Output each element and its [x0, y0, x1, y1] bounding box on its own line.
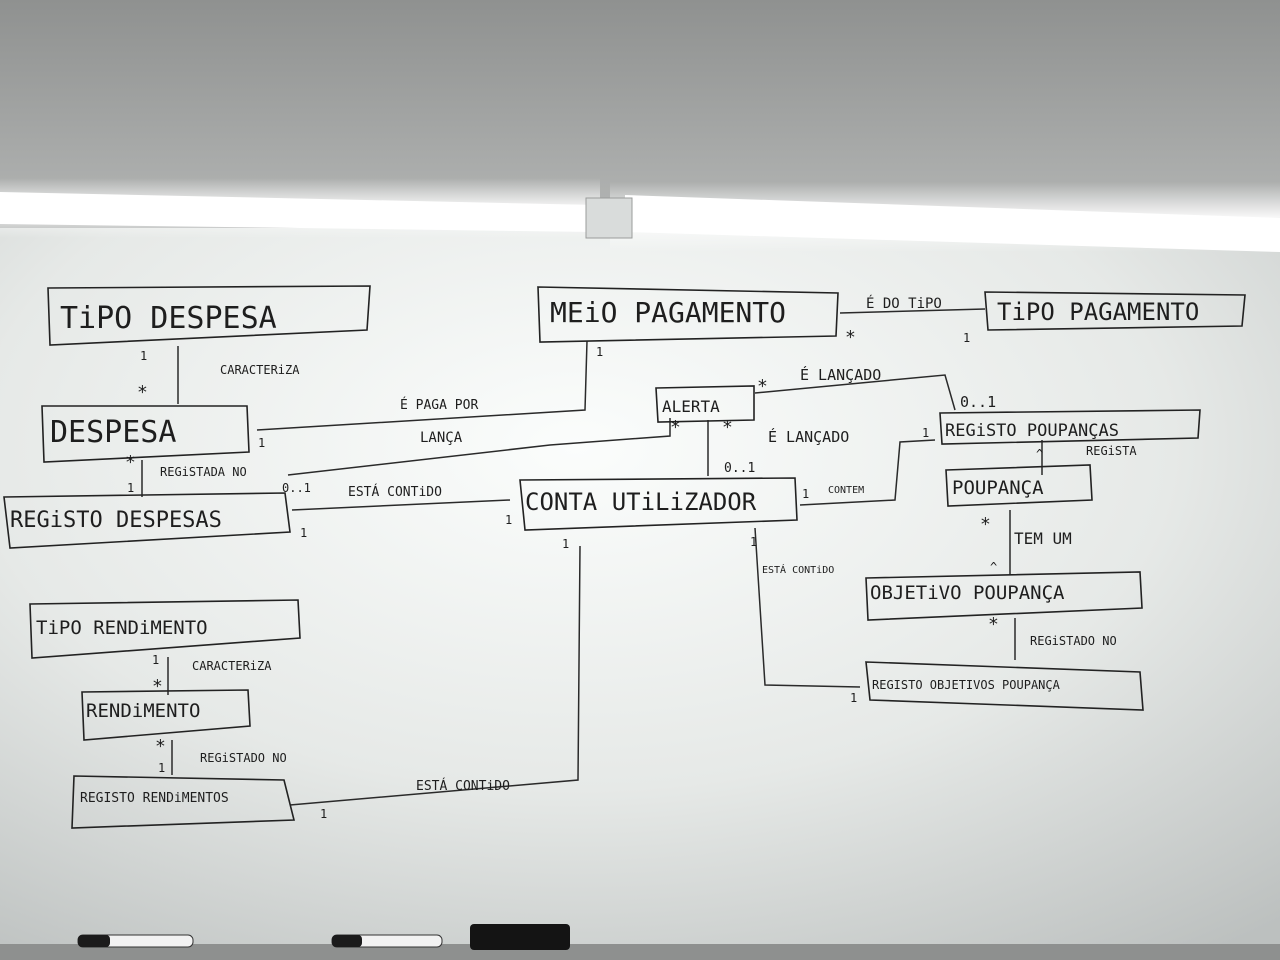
label-lanca: LANÇA	[420, 430, 463, 446]
label-esta-contido-rendimentos: ESTÁ CONTiDO	[416, 778, 510, 794]
class-name: DESPESA	[50, 415, 176, 450]
association-labels: CARACTERiZA É DO TiPO É PAGA POR É LANÇA…	[160, 295, 1137, 794]
mult: 1	[320, 807, 327, 821]
class-box-tipo-rendimento: TiPO RENDiMENTO	[29, 599, 301, 659]
mult: 1	[127, 481, 134, 495]
class-name: POUPANÇA	[952, 477, 1044, 499]
class-name: ALERTA	[662, 397, 720, 416]
mult: 1	[596, 345, 603, 359]
mult: *	[980, 514, 991, 535]
class-box-registo-despesas: REGiSTO DESPESAS	[3, 492, 291, 549]
label-caracteriza-rendimento: CARACTERiZA	[192, 659, 272, 673]
fluorescent-lights	[0, 178, 1280, 252]
mult: ^	[990, 560, 997, 574]
mult: 1	[963, 331, 970, 345]
mult: *	[988, 614, 999, 635]
mult: *	[137, 382, 148, 403]
multiplicities: 1 * * 1 1 1 * 0..1 * * 1 * 1 0..1 1 0..1…	[125, 327, 1043, 821]
label-registada-no: REGiSTADA NO	[160, 465, 247, 479]
label-e-lancado-top: É LANÇADO	[800, 365, 881, 384]
label-e-do-tipo: É DO TiPO	[866, 295, 942, 312]
label-registado-no-rendimento: REGiSTADO NO	[200, 751, 287, 765]
label-e-paga-por: É PAGA POR	[400, 397, 478, 413]
mult: 0..1	[960, 393, 996, 411]
mult: 1	[850, 691, 857, 705]
class-box-registo-objetivos-poupanca: REGISTO OBJETIVOS POUPANÇA	[865, 661, 1144, 711]
mult: 1	[258, 436, 265, 450]
class-box-objetivo-poupanca: OBJETiVO POUPANÇA	[865, 571, 1143, 621]
mult: 1	[158, 761, 165, 775]
class-name: REGiSTO DESPESAS	[10, 508, 222, 533]
mult: 1	[152, 653, 159, 667]
class-name: REGISTO OBJETIVOS POUPANÇA	[872, 678, 1061, 692]
class-box-tipo-despesa: TiPO DESPESA	[47, 285, 371, 346]
class-name: TiPO RENDiMENTO	[36, 617, 208, 639]
mult: 1	[505, 513, 512, 527]
label-e-lancado-mid: É LANÇADO	[768, 427, 849, 446]
mult: 1	[802, 487, 809, 501]
mult: *	[722, 417, 733, 438]
mult: 1	[562, 537, 569, 551]
association-lines	[141, 308, 1043, 806]
marker-tray	[0, 924, 1280, 960]
class-name: REGISTO RENDiMENTOS	[80, 791, 229, 806]
class-name: CONTA UTiLiZADOR	[525, 488, 757, 516]
label-contem: CONTEM	[828, 485, 864, 496]
class-name: TiPO PAGAMENTO	[997, 298, 1199, 326]
mult: 1	[922, 426, 929, 440]
class-name: RENDiMENTO	[86, 700, 200, 722]
mult: ^	[1036, 447, 1043, 461]
class-box-registo-rendimentos: REGISTO RENDiMENTOS	[71, 775, 296, 829]
label-caracteriza-despesa: CARACTERiZA	[220, 363, 300, 377]
whiteboard-surface	[0, 228, 1280, 960]
class-name: TiPO DESPESA	[60, 301, 277, 336]
class-box-poupanca: POUPANÇA	[945, 464, 1093, 507]
label-esta-contido-objetivos: ESTÁ CONTiDO	[762, 563, 834, 576]
label-esta-contido-despesas: ESTÁ CONTiDO	[348, 484, 442, 500]
class-name: OBJETiVO POUPANÇA	[870, 582, 1065, 604]
class-box-alerta: ALERTA	[655, 385, 755, 423]
label-regista: REGiSTA	[1086, 444, 1137, 458]
class-box-despesa: DESPESA	[41, 405, 250, 463]
mult: 1	[140, 349, 147, 363]
label-tem-um: TEM UM	[1014, 529, 1072, 548]
class-box-rendimento: RENDiMENTO	[81, 689, 251, 741]
mult: *	[155, 736, 166, 757]
class-box-registo-poupancas: REGiSTO POUPANÇAS	[939, 409, 1201, 445]
mult: 1	[750, 535, 757, 549]
mult: 0..1	[724, 461, 755, 476]
mult: 0..1	[282, 481, 311, 495]
class-name: MEiO PAGAMENTO	[550, 296, 786, 329]
class-box-conta-utilizador: CONTA UTiLiZADOR	[519, 477, 798, 531]
mult: *	[757, 376, 768, 397]
mult: *	[125, 452, 136, 473]
class-box-tipo-pagamento: TiPO PAGAMENTO	[984, 291, 1246, 331]
mult: 1	[300, 526, 307, 540]
mult: *	[845, 327, 856, 348]
mult: *	[670, 417, 681, 438]
label-registado-no-objetivo: REGiSTADO NO	[1030, 634, 1117, 648]
class-box-meio-pagamento: MEiO PAGAMENTO	[537, 286, 839, 343]
mult: *	[152, 676, 163, 697]
class-name: REGiSTO POUPANÇAS	[945, 421, 1119, 441]
